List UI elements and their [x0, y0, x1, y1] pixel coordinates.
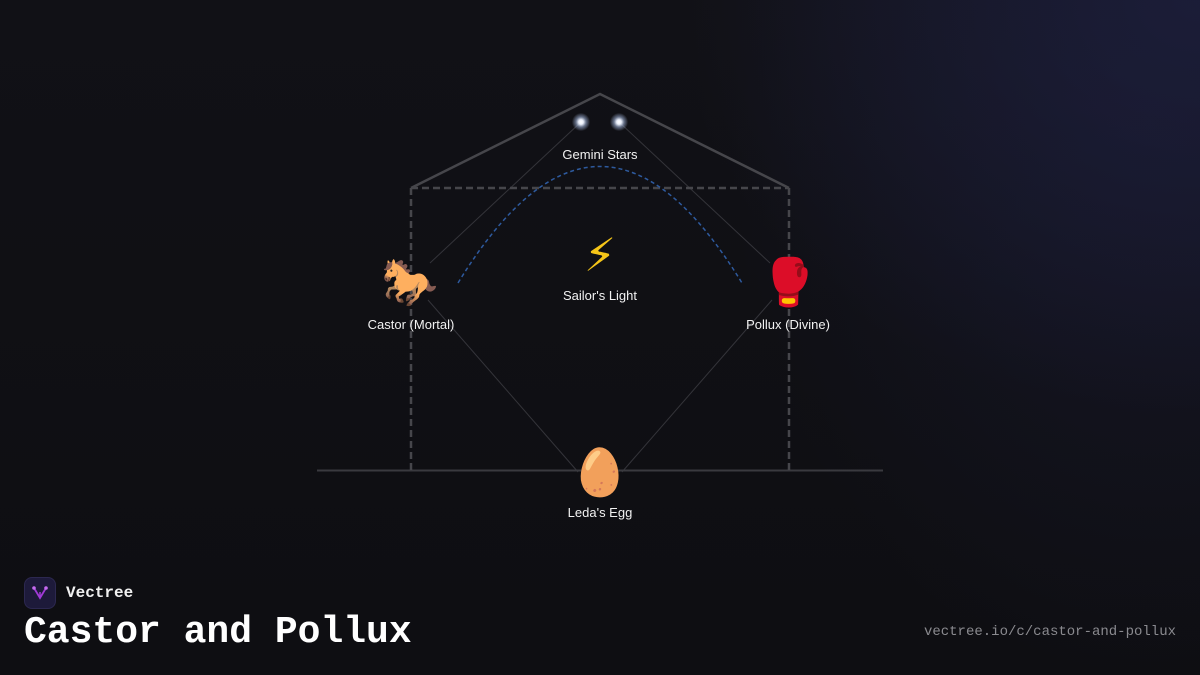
page-url[interactable]: vectree.io/c/castor-and-pollux	[923, 624, 1176, 640]
label-sailors-light: Sailor's Light	[562, 288, 638, 303]
vectree-logo-icon	[24, 577, 56, 609]
lightning-icon: ⚡	[583, 228, 617, 282]
label-pollux: Pollux (Divine)	[746, 317, 830, 332]
connector-castor-egg	[427, 299, 579, 473]
roof	[410, 92, 790, 190]
brand-name: Vectree	[66, 584, 134, 602]
connector-stars-pollux	[618, 121, 771, 264]
sailors-arc	[457, 165, 743, 284]
label-gemini-stars: Gemini Stars	[562, 147, 638, 162]
label-castor: Castor (Mortal)	[367, 317, 455, 332]
brand[interactable]: Vectree	[24, 577, 133, 609]
egg-icon: 🥚	[571, 445, 629, 499]
star-castor-glow-icon	[572, 113, 590, 131]
boxing-glove-icon: 🥊	[760, 255, 818, 309]
label-ledas-egg: Leda's Egg	[567, 505, 633, 520]
page-title: Castor and Pollux	[24, 611, 412, 654]
connector-pollux-egg	[621, 299, 773, 473]
horse-icon: 🐎	[381, 255, 439, 309]
star-pollux-glow-icon	[610, 113, 628, 131]
connector-stars-castor	[429, 121, 582, 264]
